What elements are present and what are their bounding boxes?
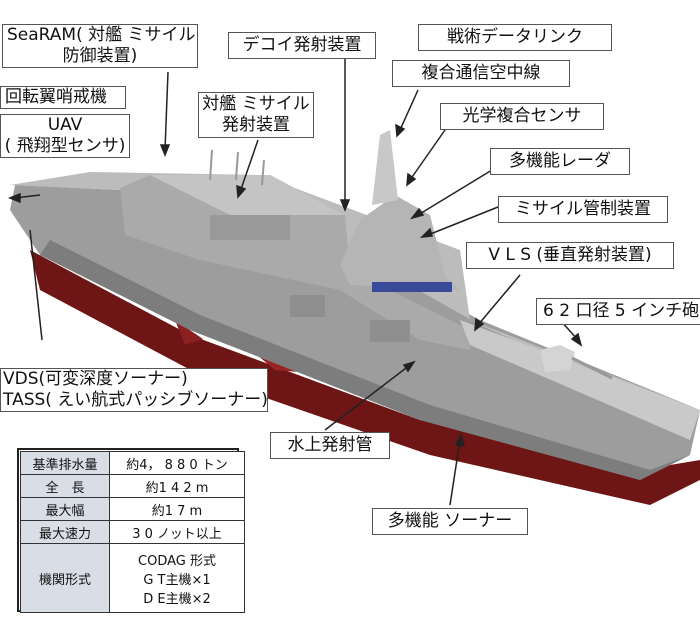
aft-deck-detail [210, 215, 290, 240]
antenna [209, 149, 213, 181]
label-vds: VDS(可変深度ソーナー) [3, 369, 188, 389]
spec-value: 約1 7 m [109, 497, 245, 521]
label-tass: TASS( えい航式パッシブソーナー) [3, 390, 268, 410]
label-searam-line1: SeaRAM( 対艦 ミサイル [7, 25, 196, 45]
spec-value-line: CODAG 形式 [138, 553, 216, 569]
label-comm-antenna: 複合通信空中線 [392, 60, 570, 87]
label-torpedo: 水上発射管 [270, 432, 390, 459]
superstructure-top [150, 175, 345, 215]
mast-base [340, 195, 460, 290]
superstructure [120, 175, 470, 350]
label-asm-line1: 対艦 ミサイル [202, 94, 310, 114]
spec-key: 機関形式 [20, 543, 110, 613]
label-optical: 光学複合センサ [440, 103, 604, 130]
label-vds-tass: VDS(可変深度ソーナー) TASS( えい航式パッシブソーナー) [0, 368, 268, 412]
hull-waterline [30, 250, 700, 505]
bridge-windows [372, 282, 452, 292]
mast [372, 130, 398, 205]
fore-deck [460, 320, 700, 440]
hull-panel [290, 295, 325, 317]
spec-value: CODAG 形式 G T主機×1 D E主機×2 [109, 543, 245, 613]
spec-key: 全 長 [20, 474, 110, 498]
spec-row: 機関形式 CODAG 形式 G T主機×1 D E主機×2 [20, 543, 245, 613]
spec-value: 約4， 8 8 0 トン [109, 451, 245, 475]
leader-lines [7, 58, 583, 506]
label-asm-line2: 発射装置 [222, 115, 290, 135]
spec-key: 基準排水量 [20, 451, 110, 475]
antenna [235, 151, 239, 181]
label-uav-line1: UAV [47, 115, 83, 135]
spec-row: 全 長約1 4 2 m [20, 474, 245, 498]
spec-value-line: G T主機×1 [143, 572, 211, 588]
label-radar: 多機能レーダ [490, 148, 630, 175]
spec-value: 3 0 ノット以上 [109, 520, 245, 544]
hull-panel [370, 320, 410, 342]
label-tactical-link: 戦術データリンク [418, 24, 612, 51]
spec-row: 最大幅約1 7 m [20, 497, 245, 521]
label-uav-line2: ( 飛翔型センサ) [4, 136, 126, 156]
antenna [261, 159, 265, 186]
spec-key: 最大幅 [20, 497, 110, 521]
label-searam: SeaRAM( 対艦 ミサイル 防御装置) [2, 24, 198, 68]
spec-key: 最大速力 [20, 520, 110, 544]
label-uav: UAV ( 飛翔型センサ) [0, 114, 130, 158]
label-sonar: 多機能 ソーナー [372, 508, 528, 535]
gun-barrel [571, 356, 613, 380]
label-rotary-wing: 回転翼哨戒機 [0, 86, 126, 109]
label-decoy: デコイ発射装置 [228, 32, 376, 59]
label-searam-line2: 防御装置) [62, 46, 138, 66]
gun-turret [540, 345, 575, 372]
label-gun: 6 2 口径 5 インチ砲 [536, 298, 700, 325]
label-missile-control: ミサイル管制装置 [498, 196, 668, 223]
hull-side [10, 185, 700, 480]
spec-value-line: D E主機×2 [143, 591, 211, 607]
label-vls: V L S (垂直発射装置) [466, 242, 674, 269]
rudder [175, 320, 203, 345]
label-asm-launcher: 対艦 ミサイル 発射装置 [198, 92, 314, 138]
spec-value: 約1 4 2 m [109, 474, 245, 498]
spec-row: 基準排水量約4， 8 8 0 トン [20, 451, 245, 475]
